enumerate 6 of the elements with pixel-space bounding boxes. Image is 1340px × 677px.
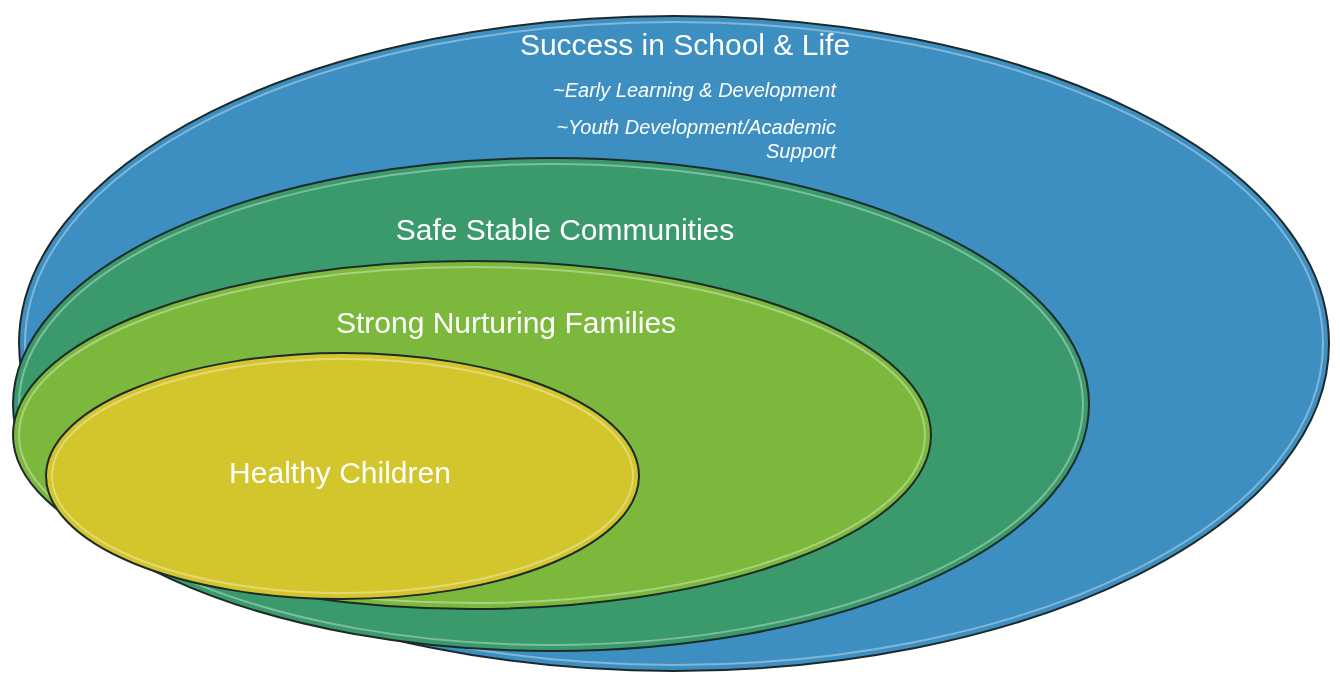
heading: Healthy Children xyxy=(228,455,452,491)
list-item: ~Early Learning & Development xyxy=(552,78,836,102)
heading: Success in School & Life xyxy=(518,27,852,63)
list-item: ~Youth Development/Academic Support xyxy=(555,115,836,163)
heading: Safe Stable Communities xyxy=(394,212,736,248)
heading: Strong Nurturing Families xyxy=(334,305,678,341)
